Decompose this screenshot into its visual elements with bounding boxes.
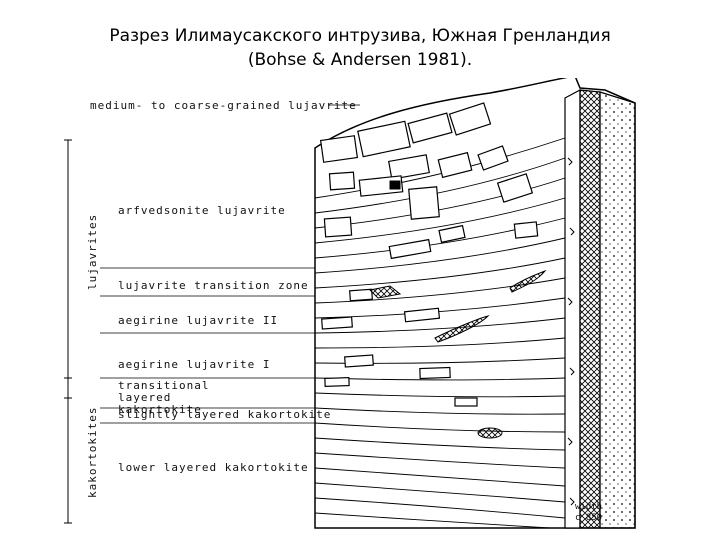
label-top-lujavrite: medium- to coarse-grained lujavrite	[90, 99, 357, 112]
label-lujavrite-transition-zone: lujavrite transition zone	[118, 279, 309, 292]
group-label-kakortokites: kakortokites	[86, 406, 99, 498]
marginal-zone	[564, 89, 636, 529]
title-line-2: (Bohse & Andersen 1981).	[247, 50, 473, 70]
label-aegirine-lujavrite-i: aegirine lujavrite I	[118, 358, 271, 371]
scale-note-value: c 850	[575, 513, 603, 523]
label-aegirine-lujavrite-ii: aegirine lujavrite II	[118, 314, 279, 327]
label-slightly-layered-kakortokite: slightly layered kakortokite	[118, 408, 332, 421]
leader-lines	[100, 104, 360, 424]
group-label-lujavrites: lujavrites	[86, 213, 99, 290]
dark-lenses	[368, 180, 547, 439]
layering-lines	[314, 137, 566, 529]
xenolith-blocks	[319, 102, 539, 407]
scale-note-width: width	[575, 502, 603, 512]
label-lower-layered-kakortokite: lower layered kakortokite	[118, 461, 309, 474]
label-transitional-layered-kakortokite: transitional layered kakortokite	[118, 379, 210, 416]
geological-cross-section: medium- to coarse-grained lujavrite arfv…	[60, 78, 660, 530]
label-arfvedsonite-lujavrite: arfvedsonite lujavrite	[118, 204, 286, 217]
slide-title: Разрез Илимаусакского интрузива, Южная Г…	[0, 24, 720, 72]
scale-bars	[64, 139, 72, 524]
cross-section-drawing	[64, 78, 636, 529]
title-line-1: Разрез Илимаусакского интрузива, Южная Г…	[109, 26, 611, 46]
